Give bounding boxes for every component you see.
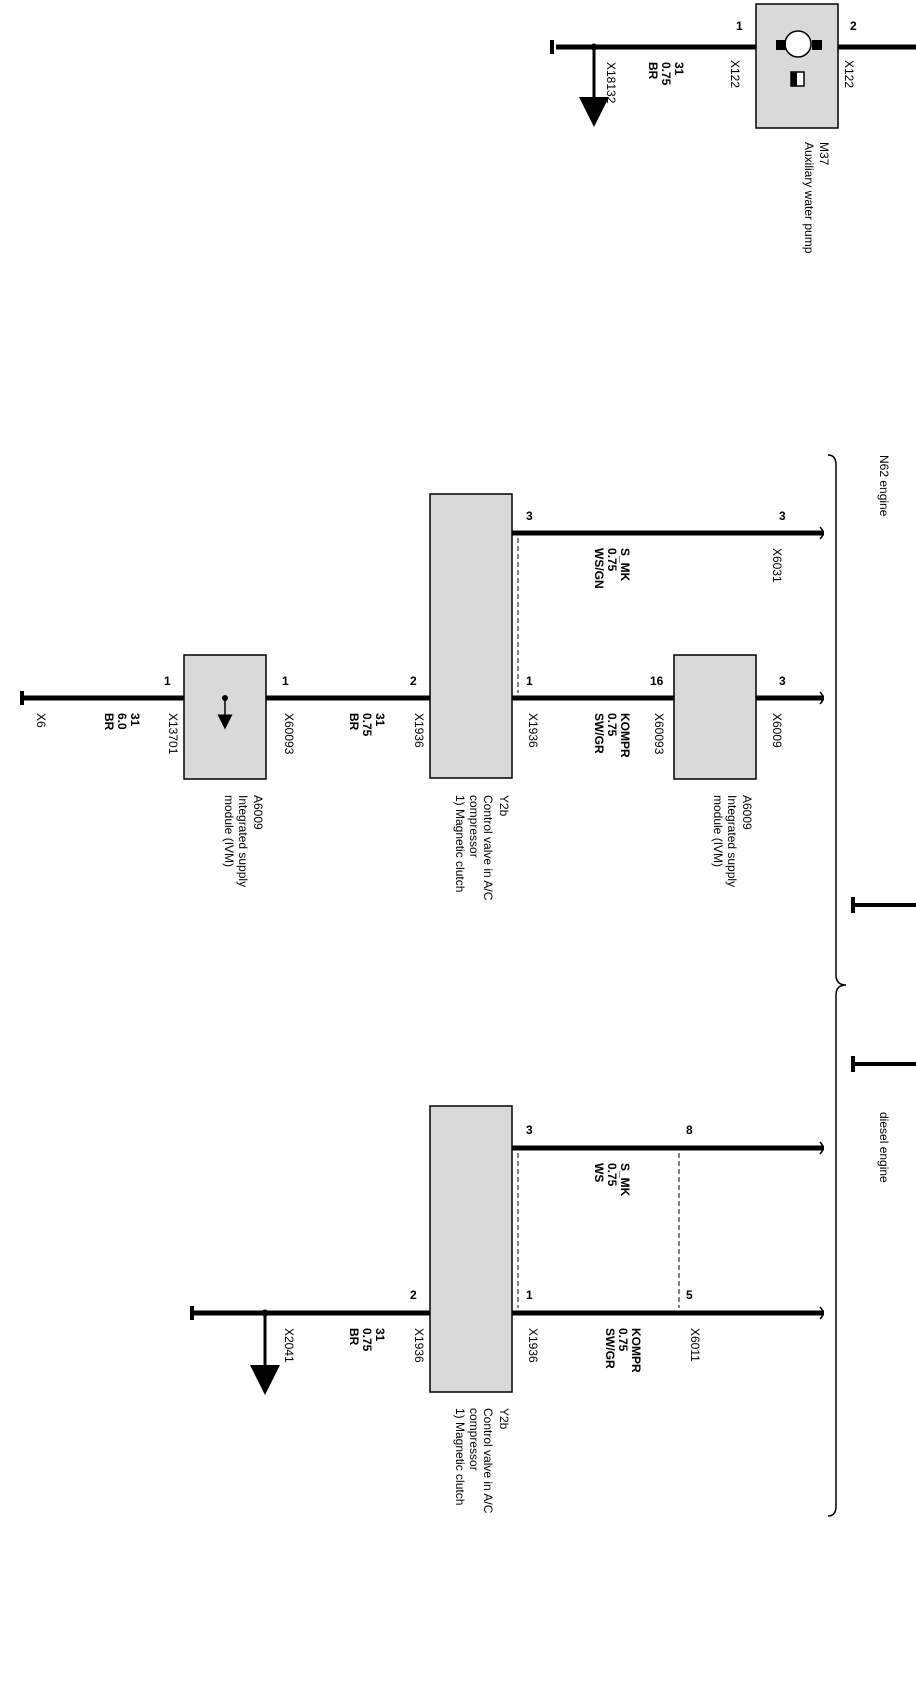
diesel-kompr-color: SW/GR	[603, 1328, 617, 1369]
aux-water-pump-group: 1 2 X122 X122 31 0.75 BR X18132 M37 Auxi…	[550, 3, 916, 254]
n62-ivm-top-name-2: module (IVM)	[711, 795, 725, 867]
n62-ivm-top-pin-in: 16	[650, 674, 664, 688]
n62-ivm-top-pin: 3	[779, 674, 786, 688]
n62-valve-pin2: 2	[410, 674, 417, 688]
diesel-gnd-wire-size: 0.75	[360, 1328, 374, 1352]
section-braces: N62 engine diesel engine	[827, 454, 916, 1517]
diesel-smk-size: 0.75	[605, 1163, 619, 1187]
section-brace	[827, 454, 847, 1517]
n62-smk-conn: X6031	[770, 548, 784, 583]
n62-valve-conn2: X1936	[412, 713, 426, 748]
diesel-gnd-wire-num: 31	[373, 1328, 387, 1342]
n62-smk-size: 0.75	[605, 548, 619, 572]
pump-box	[755, 3, 839, 129]
n62-gnd2-wire-num: 31	[128, 713, 142, 727]
n62-gnd-wire-color: BR	[347, 713, 361, 731]
pump-conn-right: X122	[842, 60, 856, 88]
n62-kompr-color: SW/GR	[592, 713, 606, 754]
diesel-smk-color: WS	[592, 1163, 606, 1182]
diesel-smk-signal: S_MK	[618, 1163, 632, 1197]
diesel-valve-pin2: 2	[410, 1288, 417, 1302]
n62-gnd-wire-num: 31	[373, 713, 387, 727]
pump-wire-size: 0.75	[659, 62, 673, 86]
n62-smk-signal: S_MK	[618, 548, 632, 582]
motor-brush-right-icon	[812, 40, 822, 50]
diesel-valve-id: Y2b	[497, 1408, 511, 1430]
diesel-gnd-wire-color: BR	[347, 1328, 361, 1346]
n62-kompr-size: 0.75	[605, 713, 619, 737]
n62-ivm-bot-conn-in: X60093	[282, 713, 296, 755]
pump-pin-right: 2	[850, 19, 857, 33]
diesel-section: 8 3 S_MK 0.75 WS 5 X6011 KOMPR 0.75 SW/G…	[190, 1105, 824, 1514]
pump-ground-conn: X18132	[604, 62, 618, 104]
n62-valve-id: Y2b	[497, 795, 511, 817]
n62-ivm-bot-conn-out: X13701	[166, 713, 180, 755]
diesel-kompr-size: 0.75	[616, 1328, 630, 1352]
n62-ivm-bot-pin-in: 1	[282, 674, 289, 688]
diesel-valve-conn1: X1936	[526, 1328, 540, 1363]
n62-ivm-top-conn-in: X60093	[652, 713, 666, 755]
n62-ivm-top-conn: X6009	[770, 713, 784, 748]
n62-ivm-bot-name-1: Integrated supply	[236, 795, 250, 887]
motor-icon	[784, 30, 812, 58]
n62-smk-pin-bottom: 3	[526, 509, 533, 523]
pump-id: M37	[817, 142, 831, 166]
n62-valve-name-2: compressor	[467, 795, 481, 858]
diesel-valve-name-2: compressor	[467, 1408, 481, 1471]
n62-gnd2-conn: X6	[34, 713, 48, 728]
diesel-kompr-conn: X6011	[688, 1328, 702, 1362]
pump-wire-color: BR	[646, 62, 660, 80]
n62-valve-box	[429, 493, 513, 779]
motor-brush-left-icon	[776, 40, 786, 50]
diesel-smk-pin-bottom: 3	[526, 1123, 533, 1137]
section-n62-label: N62 engine	[877, 455, 891, 517]
diesel-valve-conn2: X1936	[412, 1328, 426, 1363]
diesel-valve-box	[429, 1105, 513, 1393]
n62-ivm-bot-pin-out: 1	[164, 674, 171, 688]
diesel-kompr-pin-top: 5	[686, 1288, 693, 1302]
diesel-valve-pin1: 1	[526, 1288, 533, 1302]
n62-ivm-bot-name-2: module (IVM)	[222, 795, 236, 867]
n62-ivm-top-name-1: Integrated supply	[725, 795, 739, 887]
diesel-valve-name-3: 1) Magnetic clutch	[453, 1408, 467, 1505]
pump-pin-left: 1	[736, 19, 743, 33]
n62-valve-name-1: Control valve in A/C	[481, 795, 495, 901]
pump-conn-left: X122	[728, 60, 742, 88]
n62-ivm-bot-id: A6009	[251, 795, 265, 830]
n62-ivm-top-id: A6009	[740, 795, 754, 830]
n62-valve-conn1: X1936	[526, 713, 540, 748]
n62-valve-name-3: 1) Magnetic clutch	[453, 795, 467, 892]
section-diesel-label: diesel engine	[877, 1112, 891, 1183]
n62-section: 3 X6031 3 S_MK 0.75 WS/GN 3 X6009 16 X60…	[20, 493, 824, 901]
pump-wire-num: 31	[672, 62, 686, 76]
diesel-gnd-conn: X2041	[282, 1328, 296, 1363]
n62-valve-pin1: 1	[526, 674, 533, 688]
diesel-valve-name-1: Control valve in A/C	[481, 1408, 495, 1514]
n62-ivm-top-box	[673, 654, 757, 780]
n62-gnd-wire-size: 0.75	[360, 713, 374, 737]
pump-name: Auxiliary water pump	[802, 142, 816, 254]
n62-kompr-signal: KOMPR	[618, 713, 632, 758]
n62-smk-color: WS/GN	[592, 548, 606, 589]
n62-gnd2-wire-size: 6.0	[115, 713, 129, 730]
n62-gnd2-wire-color: BR	[102, 713, 116, 731]
diesel-kompr-signal: KOMPR	[629, 1328, 643, 1373]
n62-smk-pin-top: 3	[779, 509, 786, 523]
diesel-smk-pin-top: 8	[686, 1123, 693, 1137]
